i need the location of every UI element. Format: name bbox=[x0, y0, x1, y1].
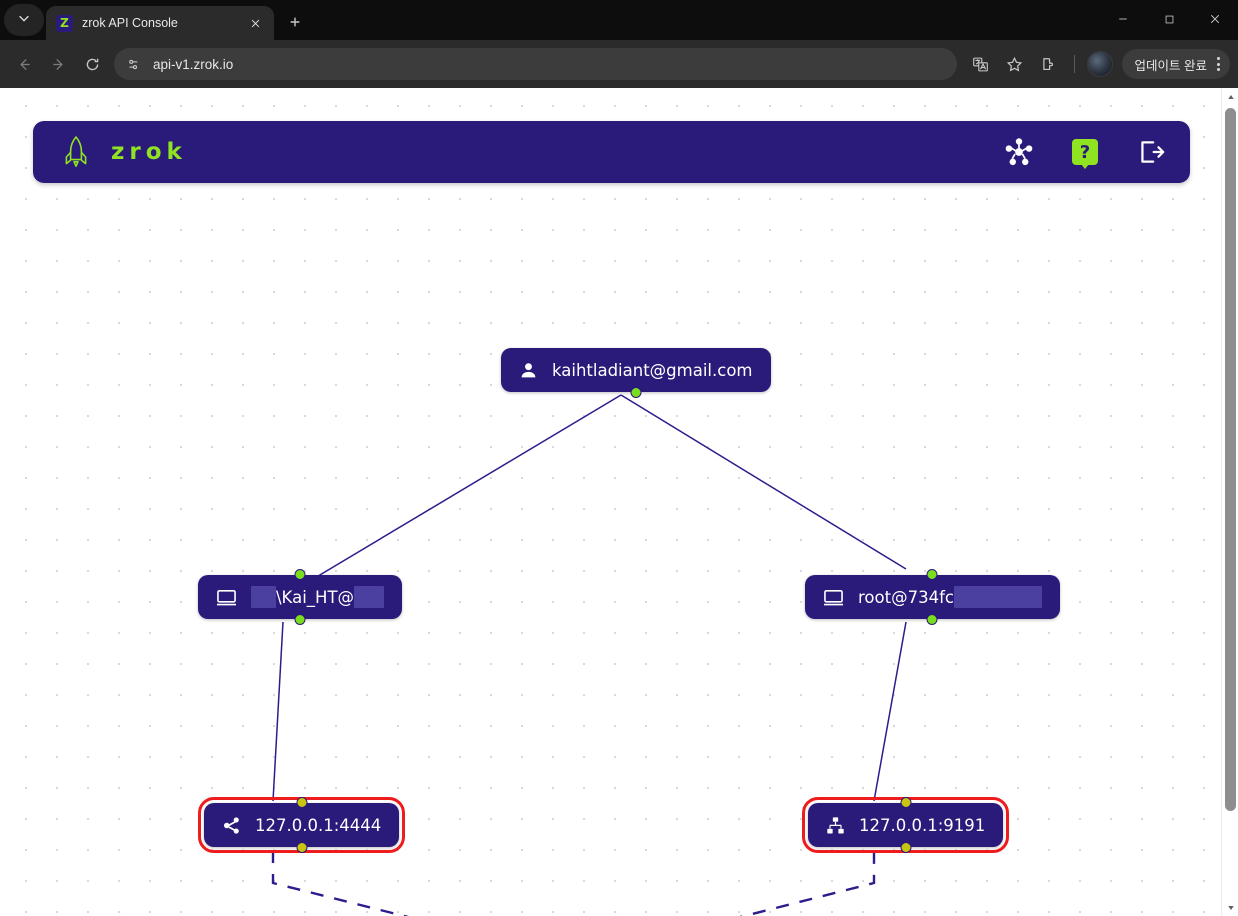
node-label: root@734fc bbox=[858, 587, 954, 607]
node-label: kaihtladiant@gmail.com bbox=[552, 360, 753, 380]
url-text: api-v1.zrok.io bbox=[153, 56, 234, 72]
zrok-favicon: Z bbox=[56, 14, 73, 32]
sitemap-icon bbox=[826, 816, 845, 835]
address-bar[interactable]: api-v1.zrok.io bbox=[114, 48, 957, 80]
browser-toolbar: api-v1.zrok.io 업데이트 bbox=[0, 40, 1238, 88]
scroll-up-arrow[interactable] bbox=[1222, 88, 1238, 105]
toolbar-actions: 업데이트 완료 bbox=[965, 48, 1230, 80]
maximize-button[interactable] bbox=[1146, 0, 1192, 38]
node-port-bottom[interactable] bbox=[926, 614, 938, 625]
back-button[interactable] bbox=[8, 48, 40, 80]
share-icon bbox=[222, 816, 241, 835]
edge-account-to-env-root bbox=[620, 394, 907, 570]
puzzle-piece-icon[interactable] bbox=[1033, 48, 1065, 80]
app-header: zrok ? bbox=[33, 121, 1190, 183]
node-port-top[interactable] bbox=[296, 797, 308, 808]
logout-icon[interactable] bbox=[1136, 137, 1166, 167]
minimize-button[interactable] bbox=[1100, 0, 1146, 38]
graph-node-env-kai[interactable]: \Kai_HT@ bbox=[198, 569, 403, 625]
help-icon[interactable]: ? bbox=[1072, 139, 1098, 165]
tab-title: zrok API Console bbox=[82, 16, 178, 30]
graph-node-env-root[interactable]: root@734fc bbox=[805, 569, 1060, 625]
site-settings-icon[interactable] bbox=[124, 55, 143, 74]
update-complete-button[interactable]: 업데이트 완료 bbox=[1121, 49, 1230, 79]
kebab-menu-icon[interactable] bbox=[1213, 57, 1224, 71]
edge-share-to-access-dashed bbox=[271, 850, 876, 916]
graph-edges bbox=[271, 394, 907, 916]
node-port-top[interactable] bbox=[294, 569, 306, 580]
chevron-down-icon bbox=[17, 11, 31, 30]
node-label-group: root@734fc bbox=[858, 586, 1042, 608]
share-graph-icon[interactable] bbox=[1004, 137, 1034, 167]
monitor-icon bbox=[823, 588, 844, 607]
reload-button[interactable] bbox=[76, 48, 108, 80]
tab-search-button[interactable] bbox=[4, 4, 44, 36]
edge-env-kai-to-share bbox=[272, 621, 284, 802]
node-label: 127.0.0.1:4444 bbox=[255, 815, 382, 835]
header-actions: ? bbox=[1004, 137, 1166, 167]
update-label: 업데이트 완료 bbox=[1134, 58, 1207, 73]
node-port-bottom[interactable] bbox=[294, 614, 306, 625]
forward-button[interactable] bbox=[42, 48, 74, 80]
toolbar-divider bbox=[1073, 55, 1075, 73]
graph-node-access-9191[interactable]: 127.0.0.1:9191 bbox=[801, 797, 1010, 853]
graph-node-share-4444[interactable]: 127.0.0.1:4444 bbox=[197, 797, 406, 853]
redacted-text-block bbox=[354, 586, 385, 608]
node-label: 127.0.0.1:9191 bbox=[859, 815, 986, 835]
brand-name: zrok bbox=[111, 139, 187, 165]
page-viewport: zrok ? bbox=[0, 88, 1238, 916]
node-port-top[interactable] bbox=[926, 569, 938, 580]
graph-node-account[interactable]: kaihtladiant@gmail.com bbox=[501, 348, 771, 398]
edge-env-root-to-access bbox=[873, 621, 907, 802]
node-port-bottom[interactable] bbox=[900, 842, 912, 853]
node-label: \Kai_HT@ bbox=[276, 587, 355, 607]
tab-close-button[interactable] bbox=[246, 14, 264, 32]
new-tab-button[interactable] bbox=[280, 7, 310, 37]
browser-tab[interactable]: Z zrok API Console bbox=[46, 6, 274, 40]
redacted-text-block bbox=[953, 586, 1042, 608]
tab-strip: Z zrok API Console bbox=[0, 0, 1238, 40]
edge-account-to-env-kai bbox=[282, 394, 622, 598]
profile-avatar[interactable] bbox=[1086, 51, 1113, 77]
vertical-scroll-thumb[interactable] bbox=[1225, 108, 1236, 811]
close-window-button[interactable] bbox=[1192, 0, 1238, 38]
star-icon[interactable] bbox=[999, 48, 1031, 80]
monitor-icon bbox=[216, 588, 237, 607]
vertical-scrollbar[interactable] bbox=[1221, 88, 1238, 916]
redacted-text-block bbox=[251, 586, 276, 608]
user-icon bbox=[519, 361, 538, 380]
translate-icon[interactable] bbox=[965, 48, 997, 80]
graph-canvas[interactable]: zrok ? bbox=[0, 88, 1221, 916]
node-port-bottom[interactable] bbox=[630, 387, 642, 398]
rocket-icon bbox=[61, 135, 91, 169]
node-port-bottom[interactable] bbox=[296, 842, 308, 853]
node-port-top[interactable] bbox=[900, 797, 912, 808]
scroll-down-arrow[interactable] bbox=[1222, 899, 1238, 916]
brand: zrok bbox=[61, 135, 1004, 169]
node-label-group: \Kai_HT@ bbox=[251, 586, 385, 608]
window-controls bbox=[1100, 0, 1238, 38]
